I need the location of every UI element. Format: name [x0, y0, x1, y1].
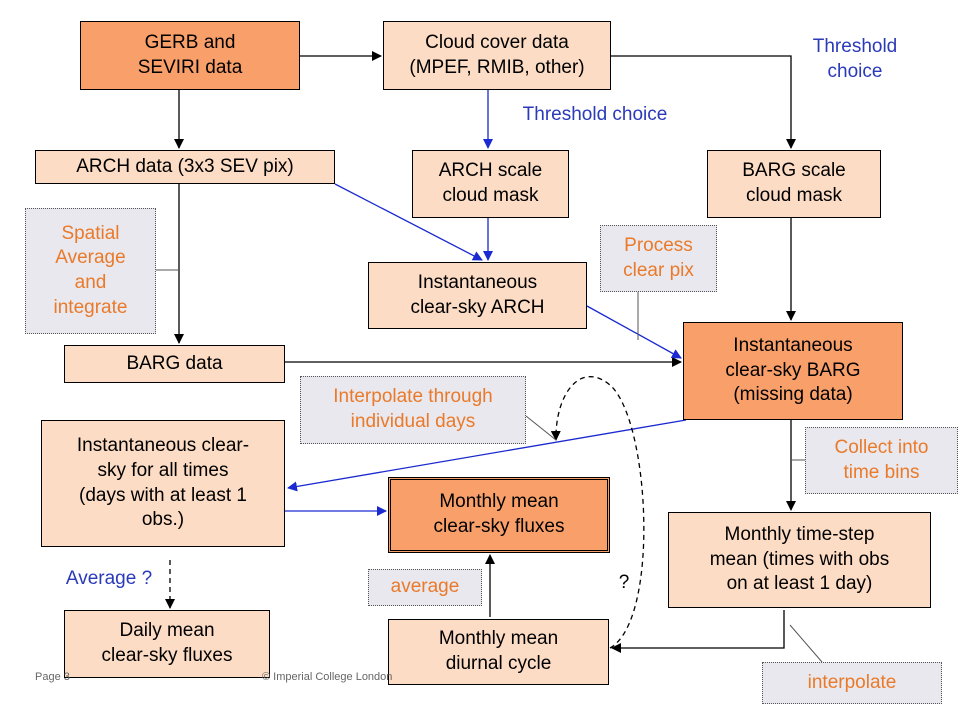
- box-inst-arch: Instantaneous clear-sky ARCH: [368, 262, 587, 329]
- box-arch-mask: ARCH scale cloud mask: [412, 150, 569, 218]
- label-threshold-top: Threshold choice: [812, 36, 898, 82]
- box-barg-data: BARG data: [64, 345, 285, 383]
- box-inst-all: Instantaneous clear- sky for all times (…: [41, 420, 285, 547]
- note-interpolate: interpolate: [762, 662, 942, 704]
- note-process-clear: Process clear pix: [600, 225, 717, 292]
- label-average-q: Average ?: [65, 568, 153, 589]
- footer-page-number: Page 3: [35, 671, 70, 683]
- box-daily-mean: Daily mean clear-sky fluxes: [64, 610, 270, 678]
- callout-interp-days: [525, 415, 557, 441]
- footer-copyright: © Imperial College London: [262, 671, 393, 683]
- note-average: average: [368, 569, 482, 606]
- box-gerb-seviri: GERB and SEVIRI data: [80, 21, 300, 90]
- label-question: ?: [618, 572, 630, 593]
- box-inst-barg: Instantaneous clear-sky BARG (missing da…: [683, 322, 903, 420]
- box-cloud-cover: Cloud cover data (MPEF, RMIB, other): [383, 21, 611, 90]
- box-monthly-mean: Monthly mean clear-sky fluxes: [388, 477, 610, 553]
- arrow-inst-barg-to-inst-all: [287, 419, 687, 492]
- box-monthly-step: Monthly time-step mean (times with obs o…: [668, 512, 931, 608]
- callout-interpolate: [789, 624, 823, 663]
- box-barg-mask: BARG scale cloud mask: [707, 150, 881, 218]
- arrow-arch-data-to-inst-arch: [334, 183, 483, 261]
- note-interp-days: Interpolate through individual days: [300, 376, 526, 444]
- box-arch-data: ARCH data (3x3 SEV pix): [35, 150, 335, 184]
- arrow-cloud-to-barg-mask: [611, 55, 796, 149]
- note-spatial-average: Spatial Average and integrate: [25, 208, 156, 334]
- label-threshold-mid: Threshold choice: [522, 104, 668, 125]
- arrow-monthly-step-to-diurnal: [611, 610, 785, 653]
- arrow-inst-arch-to-inst-barg: [586, 305, 682, 359]
- box-diurnal: Monthly mean diurnal cycle: [388, 619, 609, 685]
- note-collect: Collect into time bins: [805, 427, 958, 494]
